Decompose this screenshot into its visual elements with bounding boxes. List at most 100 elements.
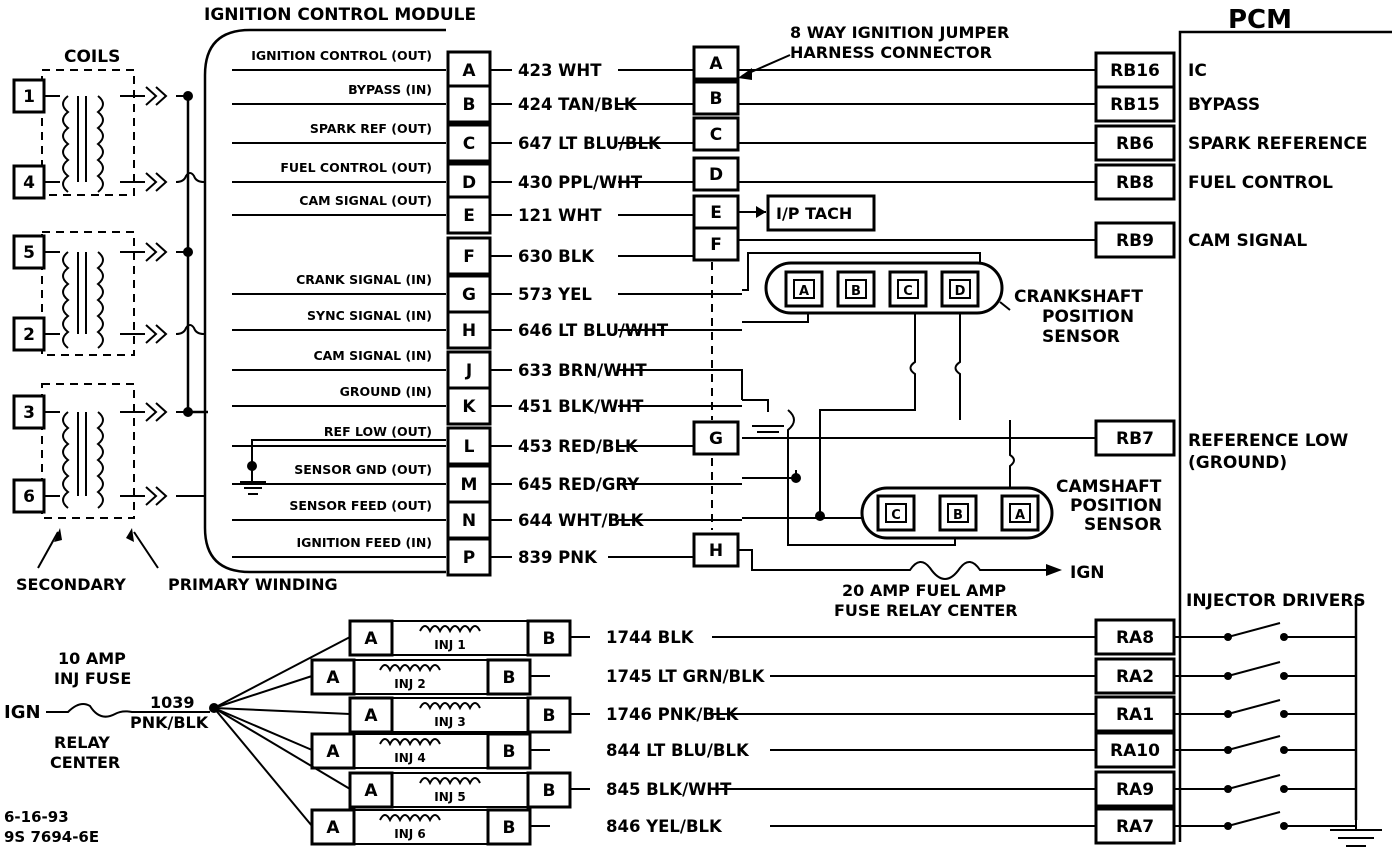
pcm-func-RB16: IC (1188, 61, 1207, 81)
inj2-body (354, 659, 488, 695)
coil-2-leads (44, 411, 60, 497)
icm-pin-N-label: N (462, 511, 476, 531)
coil-winding-0-primary (96, 95, 104, 193)
coil-pack-1-outline (41, 69, 135, 196)
icm-func-M: SENSOR GND (OUT) (294, 462, 432, 477)
pcm-func-RB6: SPARK REFERENCE (1188, 134, 1367, 154)
inj-feed-wire-2: PNK/BLK (130, 713, 209, 732)
coil-bus-dot-1 (183, 247, 193, 257)
icm-wire-L: 453 RED/BLK (518, 437, 639, 456)
inj2-pin-a-label: A (326, 668, 340, 688)
crank-pin-B-label: B (851, 284, 861, 299)
coil-winding-1-core (77, 252, 87, 334)
coil-terminal-4-box (12, 164, 46, 200)
inj6-wire: 846 YEL/BLK (606, 817, 723, 836)
icm-func-G: CRANK SIGNAL (IN) (296, 272, 432, 287)
inj-fuse-label-2: INJ FUSE (54, 669, 131, 688)
cam-sensor-label-2: POSITION (1070, 496, 1162, 516)
icm-func-J: CAM SIGNAL (IN) (313, 348, 432, 363)
inj6-pin-a-label: A (326, 818, 340, 838)
pcm-pin-RA10-label: RA10 (1110, 741, 1160, 761)
coil-bus-dot-2 (183, 407, 193, 417)
inj6-pin-a-box (310, 808, 356, 846)
jumper-pin-E-label: E (710, 203, 722, 223)
pcm-pin-RA2-label: RA2 (1116, 667, 1154, 687)
icm-pin-F-box (446, 236, 492, 276)
icm-pin-G-label: G (462, 285, 476, 305)
coil-arrow-6 (145, 486, 168, 506)
crank-pin-C-label: C (903, 284, 913, 299)
driver-switch-5 (1174, 774, 1356, 790)
icm-wire-F: 630 BLK (518, 247, 595, 266)
icm-pin-B-box (446, 84, 492, 124)
icm-pin-H-box (446, 310, 492, 350)
crank-pin-C-inner (897, 279, 919, 299)
pcm-pin-RB15-box (1094, 85, 1176, 123)
crank-sensor-label-3: SENSOR (1042, 327, 1120, 347)
inj-feed-wire-1: 1039 (150, 693, 195, 712)
pcm-outline (1178, 30, 1392, 842)
inj5-pin-a-label: A (364, 781, 378, 801)
cam-pin-A-outer (1000, 494, 1040, 532)
driver-contact-a-1 (1224, 633, 1232, 641)
driver-contact-a-3 (1224, 710, 1232, 718)
wiring-lines (37, 28, 1392, 847)
pcm-title: PCM (1228, 5, 1292, 35)
inj5-pin-a-box (348, 771, 394, 809)
icm-wire-K: 451 BLK/WHT (518, 397, 644, 416)
jumper-pin-H-label: H (709, 541, 723, 561)
cam-pin-B-inner (947, 503, 969, 523)
footer-code: 9S 7694-6E (4, 828, 99, 846)
cam-pin-B-outer (938, 494, 978, 532)
crank-pin-D-inner (949, 279, 971, 299)
jumper-pin-F-label: F (710, 235, 722, 255)
crank-pin-A-outer (784, 270, 824, 308)
cam-pin-C-label: C (891, 508, 901, 523)
driver-contact-b-3 (1280, 710, 1288, 718)
driver-switch-2 (1174, 661, 1356, 677)
inj5-body (392, 772, 528, 808)
coils-label: COILS (64, 47, 120, 67)
driver-contact-a-4 (1224, 746, 1232, 754)
crank-pin-C-outer (888, 270, 928, 308)
jumper-pin-G-label: G (709, 429, 723, 449)
inj5-coil (419, 777, 481, 786)
crank-sensor-label-1: CRANKSHAFT (1014, 287, 1143, 307)
ip-tach-label: I/P TACH (776, 204, 852, 223)
inj6-pin-b-label: B (503, 818, 516, 838)
inj4-pin-b-label: B (503, 742, 516, 762)
inj4-name: INJ 4 (394, 751, 426, 765)
inj-ign-label: IGN (4, 702, 41, 723)
icm-pin-P-label: P (463, 548, 475, 568)
icm-pin-B-label: B (463, 95, 476, 115)
inj3-coil (419, 702, 481, 711)
jumper-pin-C-label: C (710, 125, 722, 145)
inj-feed-4 (213, 707, 313, 751)
icm-func-L: REF LOW (OUT) (324, 424, 432, 439)
crank-pin-B-inner (845, 279, 867, 299)
inj5-name: INJ 5 (434, 790, 466, 804)
icm-wire-P: 839 PNK (518, 548, 598, 567)
inj4-pin-a-label: A (326, 742, 340, 762)
pcm-pin-RB6-box (1094, 124, 1176, 162)
inj6-body (354, 809, 488, 845)
pcm-pin-RB8-box (1094, 163, 1176, 201)
cam-signal-in-wire (618, 369, 743, 400)
icm-pin-J-label: J (465, 361, 472, 381)
coil-arrow-3 (145, 402, 168, 422)
icm-wire-E: 121 WHT (518, 206, 602, 225)
cam-pin-C-inner (885, 503, 907, 523)
pcm-pin-RA9-box (1094, 770, 1176, 808)
pcm-func-RB8: FUEL CONTROL (1188, 173, 1333, 193)
pcm-pin-RA7-label: RA7 (1116, 817, 1154, 837)
footer-date: 6-16-93 (4, 808, 69, 826)
cam-sensor-label-3: SENSOR (1084, 515, 1162, 535)
icm-func-H: SYNC SIGNAL (IN) (307, 308, 432, 323)
coil-winding-1-primary (96, 251, 104, 349)
coil-winding-2-core (77, 412, 87, 496)
cam-sensor-label-1: CAMSHAFT (1056, 477, 1162, 497)
pcm-func-RB15: BYPASS (1188, 95, 1260, 115)
coil-arrow-1 (145, 86, 168, 106)
inj1-pin-b-label: B (543, 629, 556, 649)
